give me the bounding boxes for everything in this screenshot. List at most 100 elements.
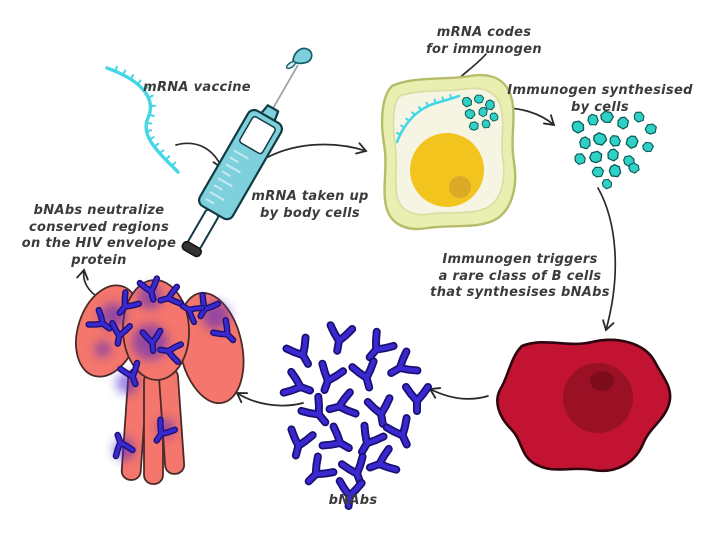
immunogen-particle bbox=[615, 115, 631, 131]
mrna-tick bbox=[147, 94, 154, 99]
label-line: by cells bbox=[571, 99, 629, 115]
mrna-strand-in-cell bbox=[395, 94, 461, 144]
immunogen-particle bbox=[572, 151, 588, 167]
mrna-tick bbox=[129, 74, 135, 81]
immunogen-particle bbox=[570, 119, 586, 135]
label-line: Immunogen synthesised bbox=[507, 83, 693, 98]
mrna-tick bbox=[148, 136, 155, 141]
immunogen-particle bbox=[640, 139, 656, 155]
bnab-antibody bbox=[327, 392, 356, 419]
bnab-antibody bbox=[323, 426, 355, 457]
b-cell-nucleus bbox=[563, 363, 633, 433]
immunogen-particle bbox=[576, 134, 594, 152]
bnab-antibody bbox=[352, 426, 383, 458]
bnab-antibody bbox=[342, 457, 371, 487]
immunogen-particle bbox=[605, 161, 625, 181]
label-mrna-vaccine: mRNA vaccine bbox=[143, 80, 251, 97]
bnab-antibody bbox=[301, 457, 334, 490]
mrna-tick bbox=[418, 106, 423, 112]
syringe-window bbox=[239, 116, 276, 155]
cell-nucleolus bbox=[449, 176, 471, 198]
bnab-antibody bbox=[286, 338, 317, 370]
label-bnabs-neutralize: bNAbs neutralize conserved regions on th… bbox=[22, 203, 176, 269]
bnab-antibody bbox=[406, 387, 428, 411]
bnab-antibody bbox=[326, 325, 352, 352]
mrna-tick bbox=[114, 65, 118, 73]
b-cell-nucleolus bbox=[590, 371, 614, 391]
bnab-antibody bbox=[361, 332, 393, 365]
label-line: for immunogen bbox=[426, 41, 542, 57]
immunogen-particle bbox=[642, 120, 660, 138]
label-line: bNAbs bbox=[328, 493, 378, 508]
arrow-bcell-to-bnabs bbox=[428, 387, 489, 400]
arrow-immunogens-to-bcell bbox=[597, 187, 617, 332]
mrna-tick bbox=[153, 142, 160, 148]
mrna-tick bbox=[405, 117, 411, 122]
mrna-tick bbox=[158, 149, 165, 155]
syringe-plunger-end bbox=[181, 240, 202, 258]
immunogen-particle bbox=[604, 146, 622, 164]
mrna-tick bbox=[145, 129, 153, 133]
hiv-envelope-protein bbox=[75, 277, 245, 485]
mrna-strand bbox=[105, 65, 180, 174]
label-line: bNAbs neutralize bbox=[33, 203, 165, 218]
immunogen-particle bbox=[624, 134, 640, 150]
body-cell bbox=[380, 73, 517, 231]
bnab-antibody bbox=[285, 429, 312, 458]
immunogen-particle bbox=[628, 162, 640, 174]
b-cell bbox=[496, 338, 672, 473]
immunogen-particle bbox=[600, 177, 614, 191]
mrna-tick bbox=[142, 86, 149, 92]
bnab-antibody bbox=[352, 361, 379, 390]
immunogen-particle bbox=[607, 133, 623, 149]
arrow-mrna-to-syringe bbox=[175, 142, 225, 170]
label-line: a rare class of B cells bbox=[438, 268, 602, 284]
syringe-needle bbox=[270, 64, 299, 113]
mrna-tick bbox=[136, 79, 142, 86]
immunogen-particle bbox=[586, 147, 606, 167]
mrna-tick bbox=[425, 101, 430, 108]
mrna-tick bbox=[121, 69, 127, 76]
syringe bbox=[181, 64, 299, 258]
cell-nucleus bbox=[410, 133, 484, 207]
mrna-tick bbox=[411, 111, 416, 117]
bnab-antibody bbox=[366, 449, 396, 478]
mrna-tick bbox=[396, 131, 402, 136]
syringe-graduations bbox=[205, 149, 249, 205]
bnab-antibody bbox=[387, 418, 417, 449]
label-line: mRNA taken up bbox=[251, 189, 369, 204]
label-immunogen-synthesised: Immunogen synthesised by cells bbox=[507, 83, 692, 116]
bnab-antibody bbox=[284, 372, 314, 401]
arrow-bnabs-to-protein bbox=[235, 392, 304, 407]
mrna-tick bbox=[164, 155, 171, 161]
mrna-tick bbox=[433, 98, 437, 105]
label-mrna-taken-up: mRNA taken up by body cells bbox=[251, 189, 368, 222]
label-mrna-codes: mRNA codes for immunogen bbox=[426, 25, 542, 58]
label-line: on the HIV envelope bbox=[21, 236, 177, 251]
label-line: conserved regions bbox=[29, 219, 169, 235]
immunogen-particle bbox=[592, 131, 608, 147]
mrna-tick bbox=[170, 161, 177, 167]
mrna-tick bbox=[148, 113, 155, 117]
bnab-antibody bbox=[314, 364, 343, 394]
label-line: mRNA codes bbox=[436, 25, 532, 40]
bnab-cluster bbox=[284, 325, 428, 507]
mrna-tick bbox=[145, 121, 153, 125]
bnab-antibody bbox=[386, 351, 418, 382]
arrow-syringe-to-cell bbox=[267, 142, 368, 158]
label-line: protein bbox=[71, 252, 127, 268]
mrna-tick bbox=[400, 124, 406, 129]
label-bnabs: bNAbs bbox=[329, 493, 378, 510]
label-line: that synthesises bNAbs bbox=[430, 285, 610, 300]
mrna-tick bbox=[441, 96, 445, 102]
label-immunogen-triggers: Immunogen triggers a rare class of B cel… bbox=[430, 252, 610, 302]
mrna-tick bbox=[449, 94, 453, 100]
immunogen-cluster bbox=[570, 108, 660, 191]
immunogen-particle bbox=[590, 164, 606, 180]
label-line: mRNA vaccine bbox=[143, 80, 251, 95]
label-line: Immunogen triggers bbox=[442, 252, 598, 267]
vaccine-droplet bbox=[285, 47, 313, 70]
label-line: by body cells bbox=[260, 205, 360, 221]
